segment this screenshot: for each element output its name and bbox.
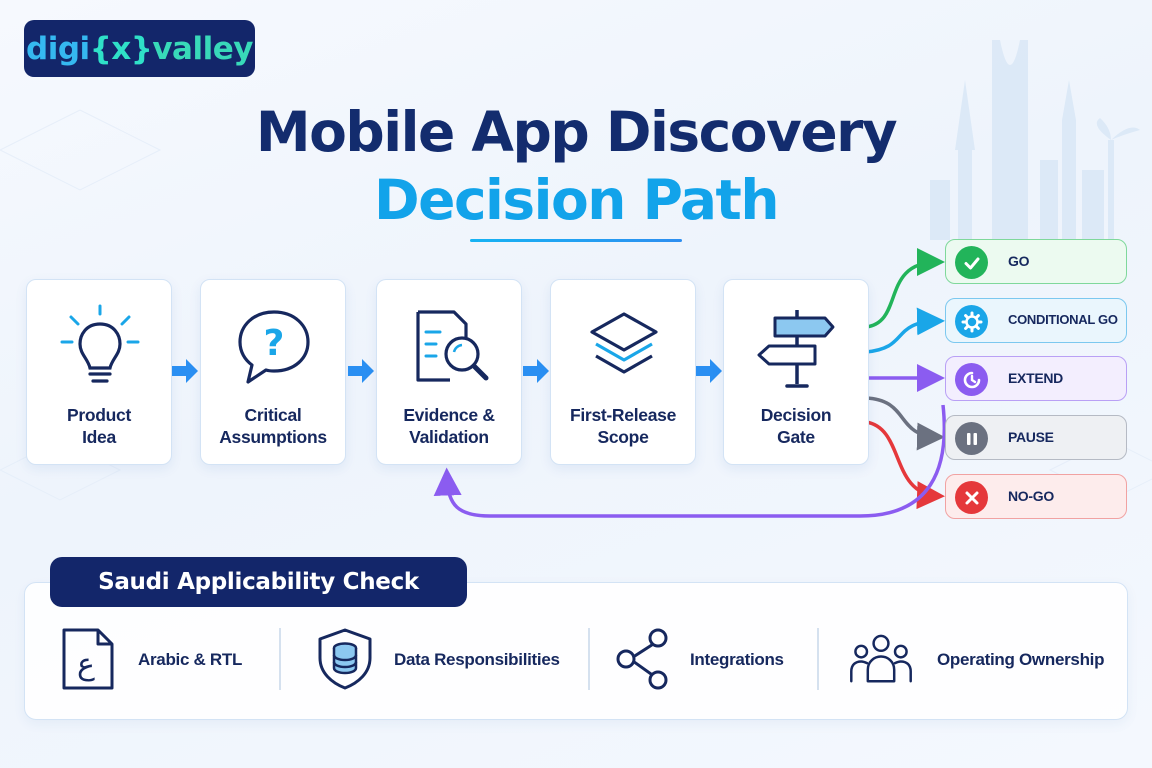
check-label: Arabic & RTL bbox=[138, 650, 243, 669]
page-subtitle: Decision Path bbox=[374, 168, 779, 232]
step-decision-gate: Decision Gate bbox=[723, 279, 869, 465]
flow-arrow-icon bbox=[172, 359, 198, 383]
step-label: Decision Gate bbox=[760, 405, 832, 447]
x-icon bbox=[955, 481, 988, 514]
question-bubble-icon: ? bbox=[238, 310, 310, 384]
check-operating-ownership: Operating Ownership bbox=[848, 620, 1118, 698]
step-label: Evidence & Validation bbox=[403, 405, 495, 447]
check-arabic-rtl: ع Arabic & RTL bbox=[58, 620, 258, 698]
divider bbox=[279, 628, 281, 690]
svg-text:ع: ع bbox=[77, 647, 95, 682]
flow-arrow-icon bbox=[696, 359, 722, 383]
check-data-responsibilities: Data Responsibilities bbox=[312, 620, 572, 698]
clock-icon bbox=[955, 363, 988, 396]
step-label: First-Release Scope bbox=[569, 405, 676, 447]
step-label: Product Idea bbox=[66, 405, 131, 447]
shield-database-icon bbox=[318, 628, 372, 690]
step-evidence-validation: Evidence & Validation bbox=[376, 279, 522, 465]
brand-logo: digi{x}valley bbox=[24, 20, 255, 77]
check-label: Operating Ownership bbox=[937, 650, 1105, 669]
connector-pause bbox=[865, 396, 945, 451]
check-label: Data Responsibilities bbox=[394, 650, 560, 669]
page-title: Mobile App Discovery bbox=[255, 100, 898, 164]
layers-icon bbox=[590, 312, 658, 374]
step-first-release-scope: First-Release Scope bbox=[550, 279, 696, 465]
flow-arrow-icon bbox=[523, 359, 549, 383]
step-product-idea: Product Idea bbox=[26, 279, 172, 465]
people-icon bbox=[850, 634, 912, 683]
arabic-document-icon: ع bbox=[62, 628, 114, 690]
svg-text:?: ? bbox=[264, 323, 285, 364]
pause-icon bbox=[955, 422, 988, 455]
flow-arrow-icon bbox=[348, 359, 374, 383]
outcome-no-go: NO-GO bbox=[945, 474, 1127, 519]
logo-text-valley: valley bbox=[152, 30, 253, 67]
outcome-conditional-go: CONDITIONAL GO bbox=[945, 298, 1127, 343]
share-nodes-icon bbox=[616, 628, 668, 690]
outcome-go: GO bbox=[945, 239, 1127, 284]
logo-text-digi: digi bbox=[26, 30, 90, 67]
outcome-pause: PAUSE bbox=[945, 415, 1127, 460]
outcome-label: NO-GO bbox=[1008, 488, 1054, 504]
divider bbox=[588, 628, 590, 690]
logo-text-x: {x} bbox=[89, 30, 153, 67]
check-label: Integrations bbox=[690, 650, 784, 669]
step-label: Critical Assumptions bbox=[219, 405, 327, 447]
saudi-check-title: Saudi Applicability Check bbox=[50, 557, 467, 607]
step-critical-assumptions: ? Critical Assumptions bbox=[200, 279, 346, 465]
divider bbox=[817, 628, 819, 690]
outcome-label: CONDITIONAL GO bbox=[1008, 312, 1118, 327]
check-icon bbox=[955, 246, 988, 279]
outcome-label: GO bbox=[1008, 253, 1030, 269]
check-integrations: Integrations bbox=[612, 620, 802, 698]
gear-icon bbox=[955, 305, 988, 338]
connector-no-go bbox=[865, 420, 945, 510]
outcome-extend: EXTEND bbox=[945, 356, 1127, 401]
connector-go bbox=[865, 248, 945, 329]
title-underline bbox=[470, 239, 682, 242]
connector-conditional-go bbox=[865, 307, 945, 354]
outcome-label: EXTEND bbox=[1008, 370, 1063, 386]
outcome-label: PAUSE bbox=[1008, 429, 1054, 445]
lightbulb-icon bbox=[60, 304, 140, 383]
signpost-icon bbox=[757, 310, 835, 388]
document-search-icon bbox=[416, 310, 489, 382]
